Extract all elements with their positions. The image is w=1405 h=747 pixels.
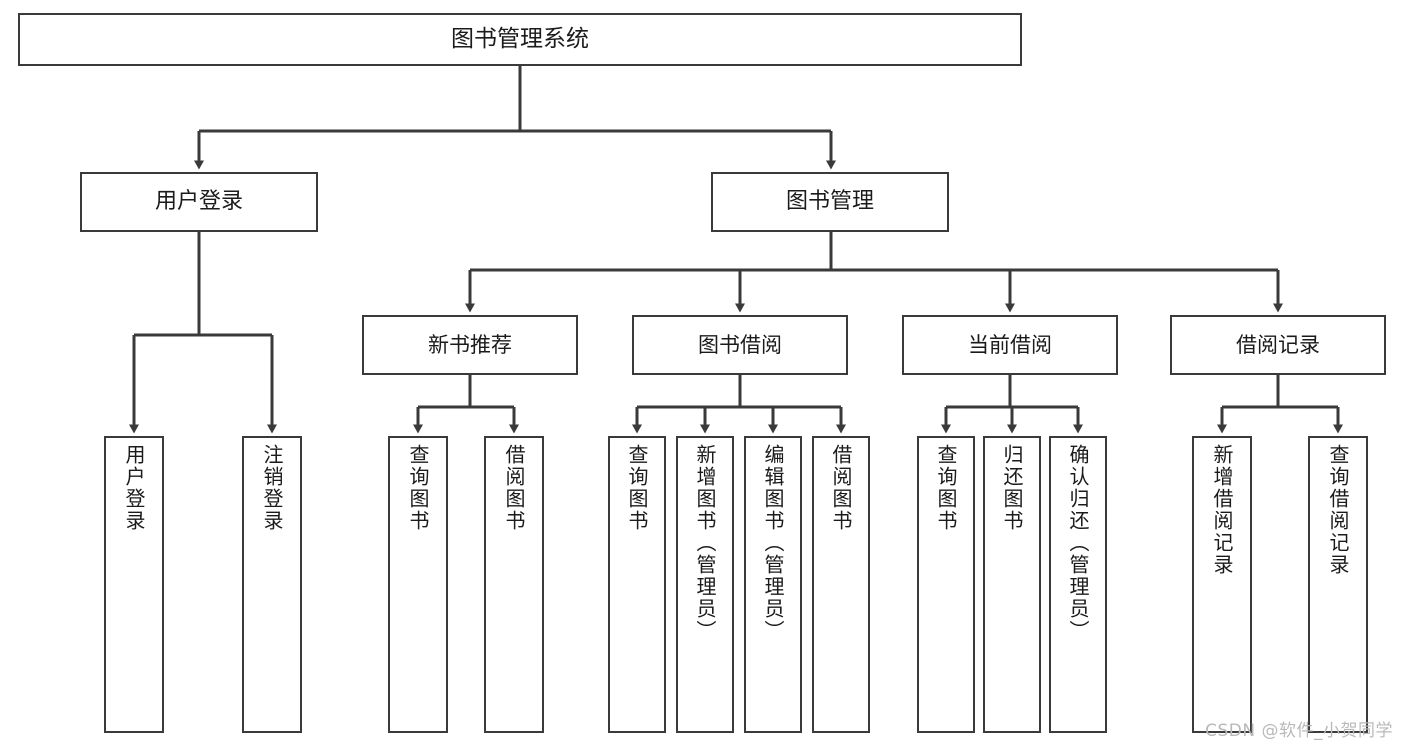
leaf-borrow-record-query-label: 查询借阅记录 [1326, 444, 1350, 576]
node-borrow-record[interactable]: 借阅记录 [1170, 315, 1386, 375]
node-new-book-recommend-label: 新书推荐 [428, 332, 512, 357]
leaf-current-borrow-query[interactable]: 查询图书 [917, 436, 975, 733]
leaf-book-borrow-add-label: 新增图书（管理员） [693, 444, 717, 642]
node-root-system[interactable]: 图书管理系统 [18, 13, 1022, 66]
leaf-user-login-signin[interactable]: 用户登录 [104, 436, 164, 733]
node-book-management-label: 图书管理 [785, 189, 874, 215]
leaf-book-borrow-add[interactable]: 新增图书（管理员） [676, 436, 734, 733]
leaf-borrow-record-add[interactable]: 新增借阅记录 [1192, 436, 1252, 733]
node-root-system-label: 图书管理系统 [451, 26, 589, 53]
leaf-new-book-borrow[interactable]: 借阅图书 [484, 436, 544, 733]
leaf-book-borrow-query-label: 查询图书 [625, 444, 649, 532]
leaf-book-borrow-edit[interactable]: 编辑图书（管理员） [744, 436, 802, 733]
leaf-current-borrow-confirm-return-label: 确认归还（管理员） [1066, 444, 1090, 642]
leaf-book-borrow-borrow-label: 借阅图书 [829, 444, 853, 532]
leaf-user-login-signout[interactable]: 注销登录 [242, 436, 302, 733]
leaf-borrow-record-query[interactable]: 查询借阅记录 [1308, 436, 1368, 733]
leaf-current-borrow-return-label: 归还图书 [1000, 444, 1024, 532]
leaf-book-borrow-query[interactable]: 查询图书 [608, 436, 666, 733]
leaf-book-borrow-edit-label: 编辑图书（管理员） [761, 444, 785, 642]
leaf-current-borrow-query-label: 查询图书 [934, 444, 958, 532]
leaf-user-login-signin-label: 用户登录 [122, 444, 146, 532]
node-book-borrowing-label: 图书借阅 [698, 332, 782, 357]
leaf-borrow-record-add-label: 新增借阅记录 [1210, 444, 1234, 576]
node-book-management[interactable]: 图书管理 [711, 172, 949, 232]
node-borrow-record-label: 借阅记录 [1236, 332, 1320, 357]
leaf-book-borrow-borrow[interactable]: 借阅图书 [812, 436, 870, 733]
leaf-current-borrow-return[interactable]: 归还图书 [983, 436, 1041, 733]
node-new-book-recommend[interactable]: 新书推荐 [362, 315, 578, 375]
leaf-current-borrow-confirm-return[interactable]: 确认归还（管理员） [1049, 436, 1107, 733]
node-user-login-label: 用户登录 [154, 189, 243, 215]
node-user-login[interactable]: 用户登录 [80, 172, 318, 232]
leaf-new-book-borrow-label: 借阅图书 [502, 444, 526, 532]
node-current-borrowing-label: 当前借阅 [968, 332, 1052, 357]
node-book-borrowing[interactable]: 图书借阅 [632, 315, 848, 375]
leaf-new-book-query[interactable]: 查询图书 [388, 436, 448, 733]
leaf-new-book-query-label: 查询图书 [406, 444, 430, 532]
node-current-borrowing[interactable]: 当前借阅 [902, 315, 1118, 375]
leaf-user-login-signout-label: 注销登录 [260, 444, 284, 532]
